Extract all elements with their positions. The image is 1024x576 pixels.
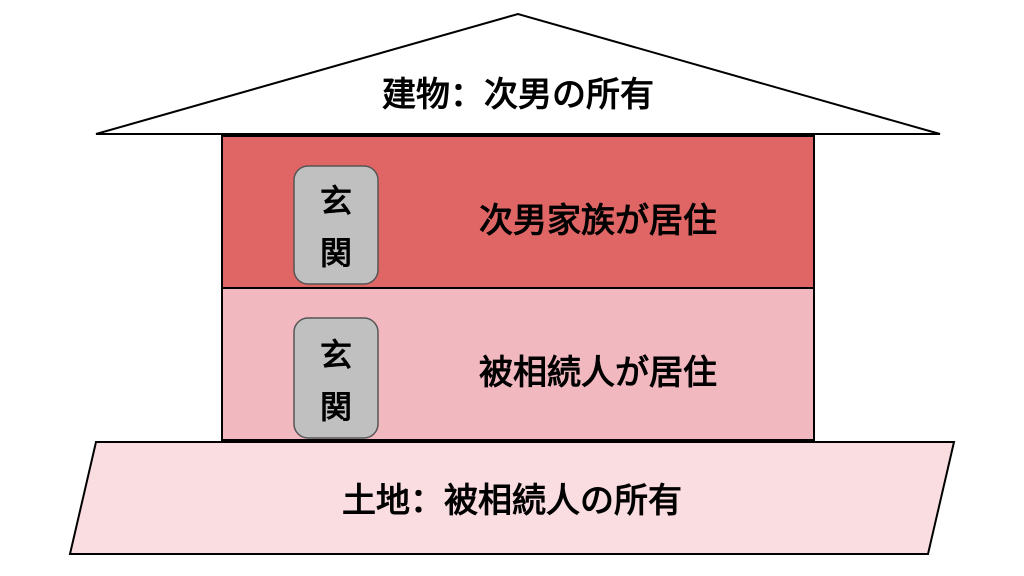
roof-label: 建物：次男の所有	[382, 75, 654, 115]
door-shape	[293, 317, 379, 439]
door-char-1: 玄	[320, 336, 352, 374]
lower-floor-door: 玄 関	[293, 317, 379, 439]
door-char-1: 玄	[320, 182, 352, 220]
roof-shape	[95, 12, 941, 135]
land-label: 土地：被相続人の所有	[342, 481, 682, 521]
door-shape	[293, 165, 379, 285]
lower-floor: 玄 関 被相続人が居住	[221, 287, 815, 441]
upper-floor-label: 次男家族が居住	[479, 201, 717, 241]
land: 土地：被相続人の所有	[68, 441, 956, 555]
lower-floor-label: 被相続人が居住	[479, 353, 717, 393]
upper-floor: 玄 関 次男家族が居住	[221, 135, 815, 289]
land-shape	[68, 441, 956, 555]
door-char-2: 関	[320, 234, 352, 272]
roof: 建物：次男の所有	[95, 12, 941, 135]
door-char-2: 関	[320, 388, 352, 426]
upper-floor-door: 玄 関	[293, 165, 379, 285]
